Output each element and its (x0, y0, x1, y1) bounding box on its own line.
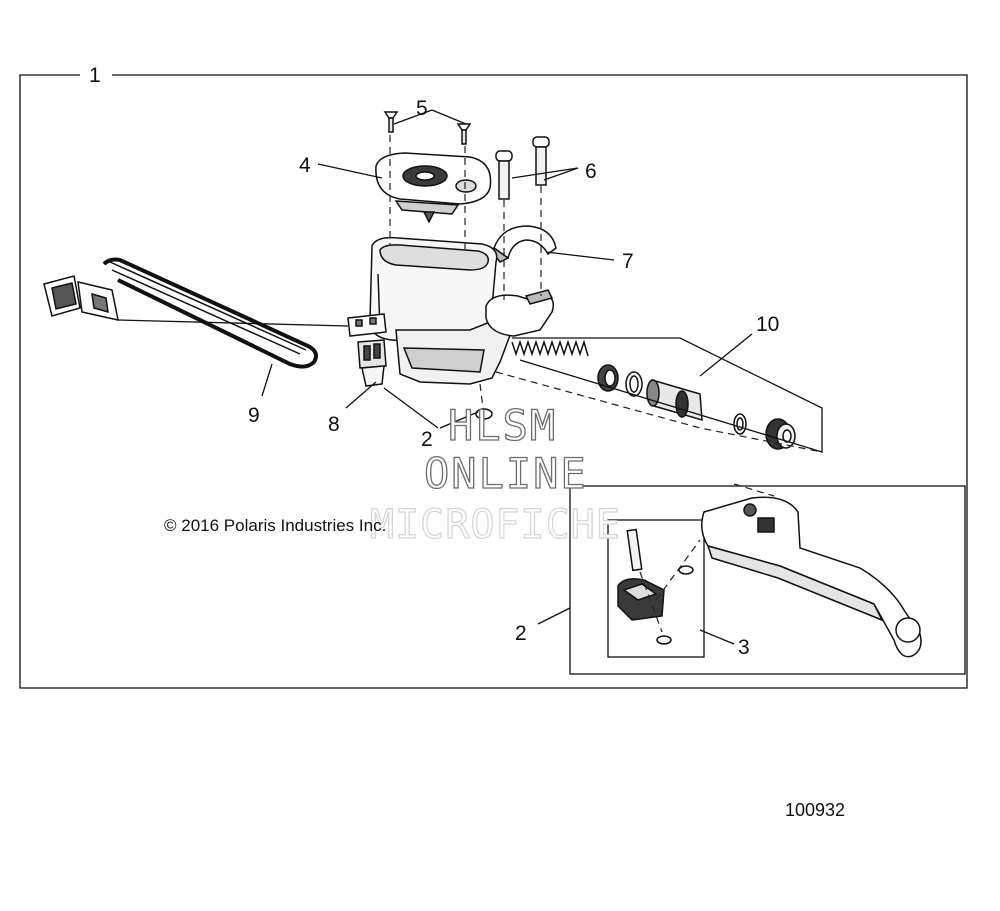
part-4-reservoir-cover (375, 152, 492, 224)
part-6-bolt-right (532, 136, 550, 186)
part-9-wire-harness (43, 257, 349, 369)
assembly-guide-lines (389, 135, 823, 633)
part-8-brake-switch (357, 339, 387, 387)
callout-1: 1 (89, 64, 101, 87)
part-5-screw-right (456, 123, 472, 145)
master-cylinder-body (347, 236, 555, 385)
callout-2-lower: 2 (515, 622, 527, 645)
part-10-piston-kit (511, 337, 823, 453)
callout-6: 6 (585, 160, 597, 183)
callout-7: 7 (622, 250, 634, 273)
callout-9: 9 (248, 404, 260, 427)
leader-lines (261, 109, 753, 645)
callout-3: 3 (738, 636, 750, 659)
watermark-line-2: ONLINE (424, 449, 588, 498)
callout-5: 5 (416, 97, 428, 120)
callout-8: 8 (328, 413, 340, 436)
part-5-screw-left (383, 111, 399, 133)
pivot-detail-frame (607, 519, 705, 658)
part-2-oring (475, 408, 493, 420)
lever-detail-frame (569, 485, 966, 675)
copyright-text: © 2016 Polaris Industries Inc. (164, 516, 386, 535)
callout-10: 10 (756, 313, 779, 336)
callout-2-upper: 2 (421, 428, 433, 451)
watermark-line-1: HLSM (448, 401, 557, 450)
callout-4: 4 (299, 154, 311, 177)
brake-lever (701, 496, 922, 658)
watermark-line-3: MICROFICHE (370, 502, 621, 548)
part-3-pivot-assembly (617, 528, 694, 645)
part-7-clamp (491, 225, 557, 263)
figure-number: 100932 (785, 800, 845, 820)
assembly-frame (19, 74, 968, 689)
part-6-bolt-left (495, 150, 513, 200)
